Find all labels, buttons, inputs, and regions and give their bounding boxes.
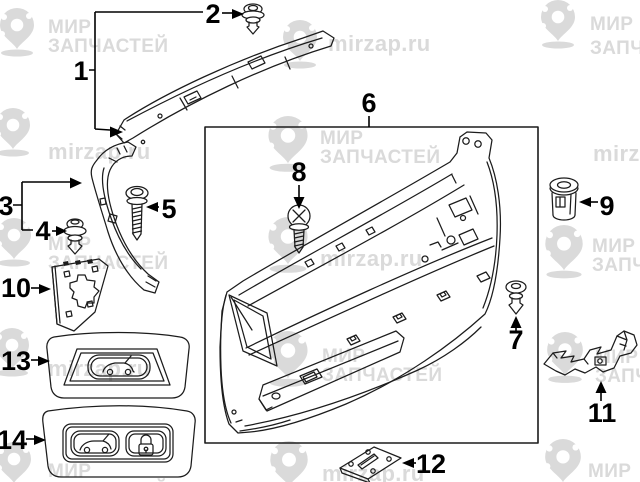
part-9-grommet — [549, 177, 579, 221]
part-8-screw — [287, 204, 311, 254]
callout-10-arrow — [39, 284, 51, 294]
callout-9-label: 9 — [599, 191, 614, 221]
callout-6-label: 6 — [361, 88, 376, 118]
line-art-layer — [42, 3, 638, 482]
watermark-brand-text: ЗАПЧАСТЕЙ — [48, 35, 168, 57]
watermark-tile-url: mirzap.ru — [269, 441, 424, 482]
watermark-brand-text: МИР — [592, 236, 635, 257]
watermark-brand-text: МИР — [320, 128, 363, 149]
watermark-tile-url: mirzap.ru — [282, 20, 431, 69]
watermark-logo-icon — [540, 0, 575, 49]
detail-frame — [204, 126, 539, 444]
callout-5-label: 5 — [161, 194, 176, 224]
callout-2-label: 2 — [205, 0, 220, 29]
watermark-tile-brand: МИР ЗАПЧАСТЕЙ — [0, 218, 168, 274]
callout-7-arrow — [510, 316, 522, 328]
watermark-logo-icon — [544, 225, 583, 279]
watermark-logo-icon — [0, 108, 30, 157]
part-10-access-plate — [51, 258, 109, 332]
watermark-url-text: mirzap.ru — [48, 139, 151, 164]
watermark-tile-brand: МИР ЗАПЧАСТЕЙ — [0, 8, 168, 57]
watermark-brand-text: ЗАПЧАСТЕЙ — [590, 37, 640, 59]
callout-12-arrow — [402, 458, 414, 468]
watermark-tile-url: mirzap.ru — [0, 108, 151, 164]
padlock-icon — [138, 434, 154, 456]
callout-8-arrow — [293, 197, 305, 209]
callout-14-label: 14 — [0, 425, 27, 455]
callout-3-label: 3 — [0, 191, 14, 221]
lock-button — [125, 430, 167, 457]
watermark-logo-icon — [544, 439, 581, 482]
car-trunk-icon — [79, 433, 112, 454]
watermark-logo-icon — [0, 8, 34, 57]
watermark-brand-text: ЗАПЧАСТЕЙ — [48, 252, 168, 274]
callout-5-arrow — [146, 202, 158, 212]
callout-3-arrow — [70, 177, 82, 189]
watermark-brand-text: ЗАПЧАСТЕЙ — [588, 479, 640, 482]
part-2-clip — [241, 3, 265, 35]
callout-12-label: 12 — [416, 449, 446, 479]
watermark-brand-text: ЗАПЧАСТЕЙ — [592, 254, 640, 276]
callout-4-label: 4 — [35, 216, 50, 246]
part-3-pillar-trim — [90, 141, 160, 294]
part-6-tailgate-panel-box — [204, 126, 539, 444]
part-5-screw — [125, 185, 149, 241]
watermark-brand-text: МИР — [48, 461, 91, 482]
callout-13-label: 13 — [1, 346, 31, 376]
callout-11-arrow — [595, 381, 607, 393]
switch-button — [87, 354, 151, 380]
watermark-tile-url: mirzap.ru — [593, 141, 640, 166]
watermark-tile-brand: МИР ЗАПЧАСТЕЙ — [546, 332, 640, 387]
watermark-brand-text: МИР — [590, 14, 633, 35]
part-6-tailgate-panel — [219, 131, 502, 434]
callout-14-arrow — [34, 435, 46, 445]
watermark-logo-icon — [269, 441, 308, 482]
watermark-tile-brand: МИР ЗАПЧАСТЕЙ — [544, 439, 640, 482]
watermark-tile-url: mirzap.ru — [267, 217, 422, 273]
callout-9-arrow — [579, 197, 591, 207]
watermark-brand-text: ЗАПЧАСТЕЙ — [48, 479, 168, 482]
callout-4-arrow — [56, 226, 67, 236]
watermark-url-text: mirzap.ru — [48, 356, 151, 381]
watermark-logo-icon — [0, 218, 31, 267]
callouts-layer: 1 2 3 4 5 6 7 8 9 10 11 12 13 14 — [0, 0, 616, 479]
part-7-clip — [505, 280, 527, 315]
part-13-switch-panel — [46, 331, 190, 399]
callout-1-arrow — [110, 126, 123, 138]
watermark-brand-text: МИР — [588, 461, 631, 482]
part-12-striker-plate — [339, 446, 402, 482]
part-4-clip — [63, 218, 87, 255]
switch-button — [70, 430, 120, 457]
watermark-brand-text: МИР — [322, 346, 365, 367]
part-1-upper-trim-strip — [115, 30, 335, 145]
callout-11-label: 11 — [588, 398, 617, 428]
callout-3-leader — [13, 181, 70, 231]
watermark-tile-brand: МИР ЗАПЧАСТЕЙ — [540, 0, 640, 59]
callout-13-arrow — [38, 356, 50, 366]
callout-7-label: 7 — [508, 325, 523, 355]
watermark-tile-brand: МИР ЗАПЧАСТЕЙ — [544, 225, 640, 279]
callout-1-label: 1 — [73, 56, 88, 86]
watermark-url-text: mirzap.ru — [322, 461, 425, 482]
callout-1-leader — [89, 11, 203, 131]
watermark-brand-text: МИР — [48, 17, 91, 38]
part-14-switch-panel — [42, 405, 196, 478]
callout-2-arrow — [232, 9, 244, 19]
car-trunk-icon — [102, 355, 135, 376]
callout-10-label: 10 — [1, 273, 31, 303]
part-11-bracket — [543, 330, 638, 376]
watermark-url-text: mirzap.ru — [593, 141, 640, 166]
watermark-url-text: mirzap.ru — [320, 246, 423, 271]
watermark-tile-url: mirzap.ru — [0, 328, 151, 381]
callout-8-label: 8 — [291, 157, 306, 187]
watermark-tile-brand: МИР ЗАПЧАСТЕЙ — [267, 116, 440, 172]
watermark-url-text: mirzap.ru — [328, 31, 431, 56]
watermark-brand-text: ЗАПЧАСТЕЙ — [320, 146, 440, 168]
